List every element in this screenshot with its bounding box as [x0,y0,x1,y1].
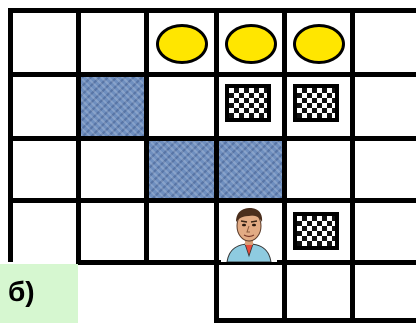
grid-line [8,8,13,262]
checkered-flag-icon[interactable] [225,84,271,122]
figure-label-box: б) [0,264,78,323]
figure-label: б) [8,276,35,308]
checkered-flag-icon[interactable] [293,84,339,122]
grid-line [214,318,416,323]
grid-line [350,8,355,323]
coin-icon[interactable] [156,24,208,64]
grid-line [8,198,416,203]
grid-line [8,72,416,77]
water-tile [149,141,214,198]
water-tile [81,77,144,136]
coin-icon[interactable] [293,24,345,64]
coin-icon[interactable] [225,24,277,64]
man-portrait-icon[interactable] [221,204,277,262]
checkered-flag-icon[interactable] [293,212,339,250]
grid-line [8,8,416,13]
water-tile [219,141,282,198]
grid-line [282,8,287,323]
grid-line [144,8,149,262]
